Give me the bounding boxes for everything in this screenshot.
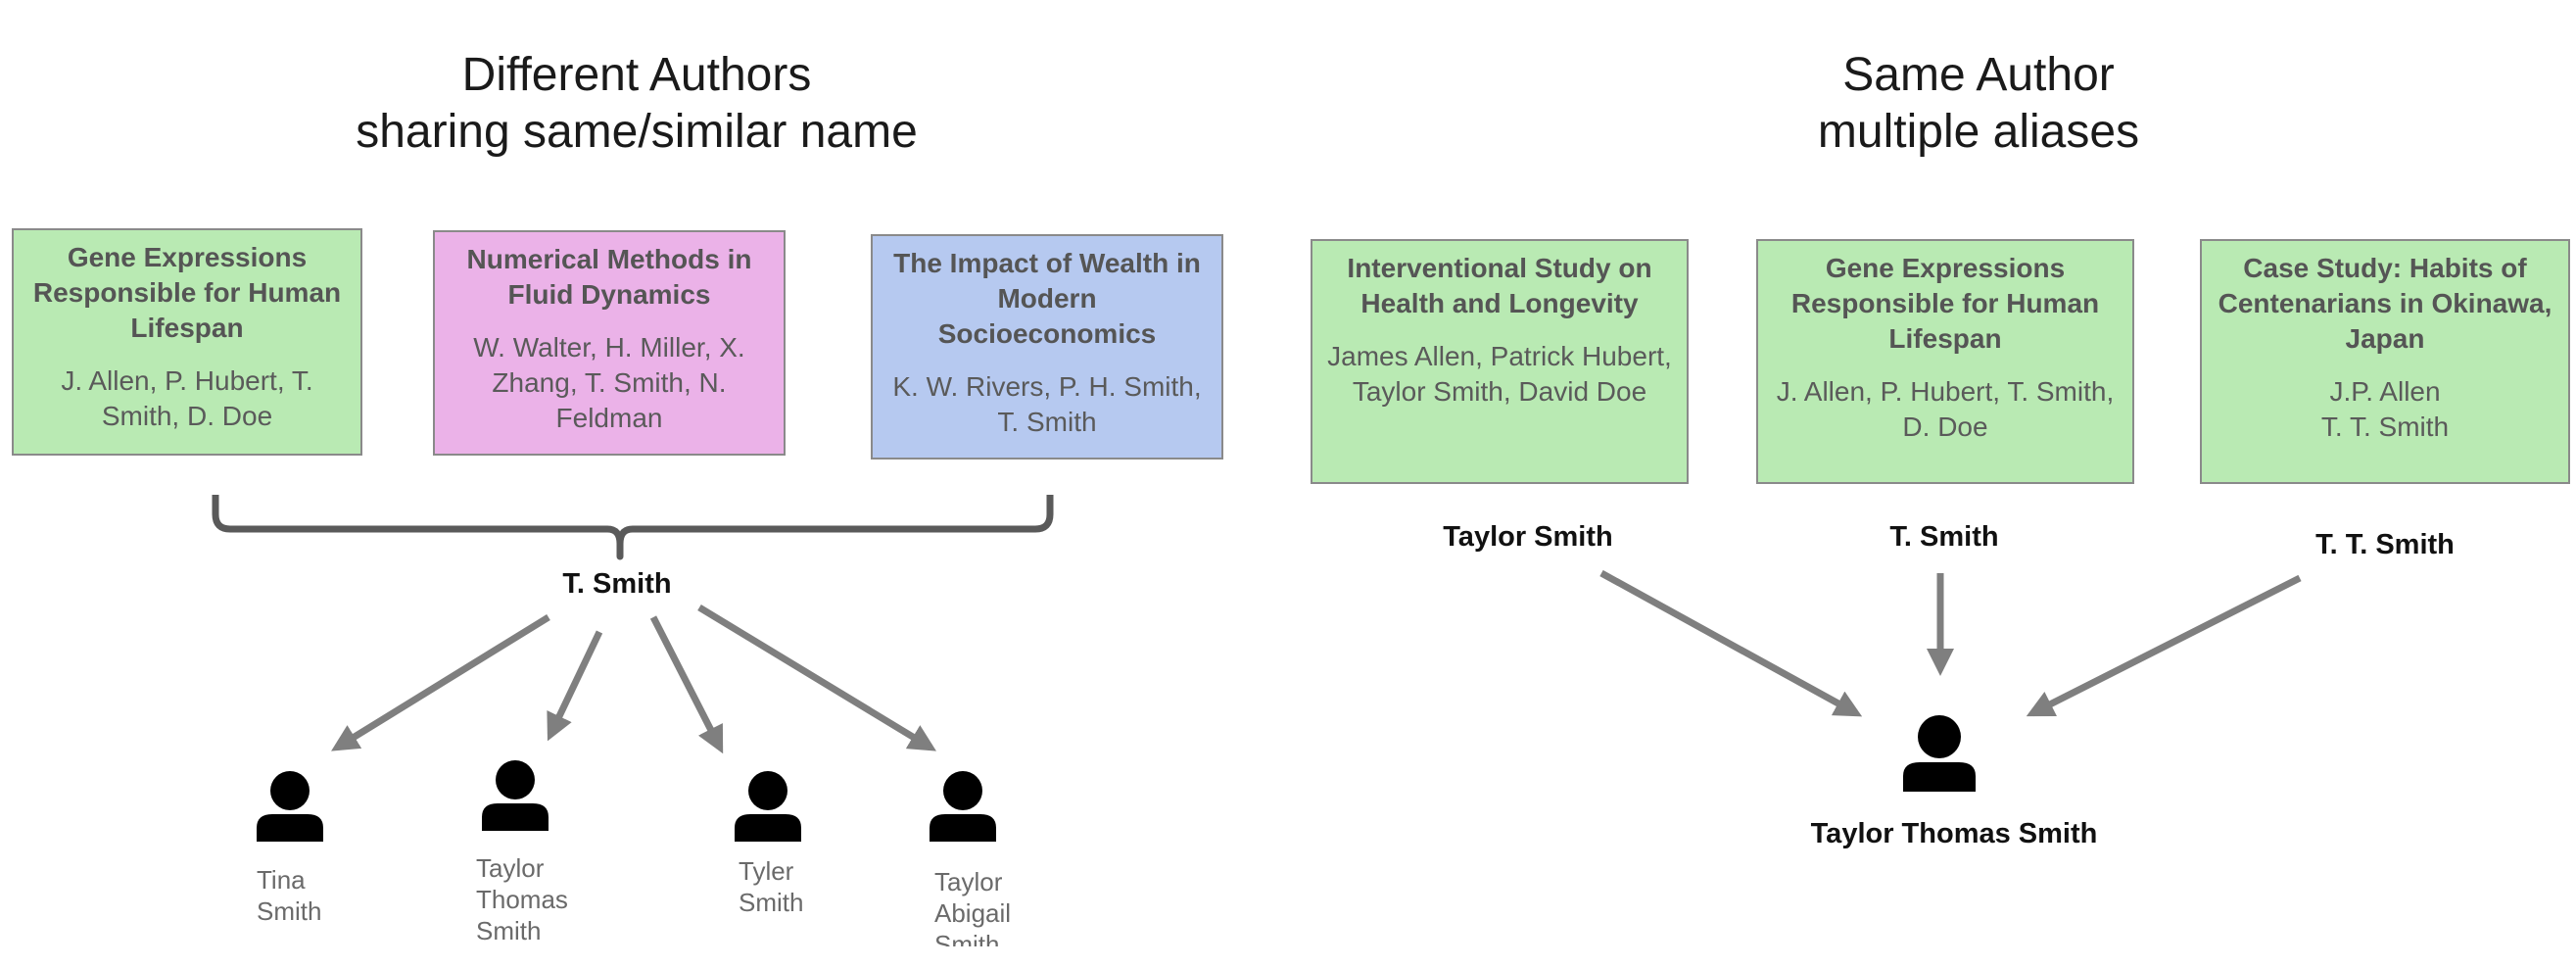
arrow-icon — [547, 630, 603, 742]
paper-authors-line2: T. T. Smith — [2320, 411, 2450, 442]
paper-title: Gene Expressions Responsible for Human L… — [1790, 253, 2100, 354]
paper-title: The Impact of Wealth in Modern Socioecon… — [893, 248, 1201, 349]
person-name-tyler-smith: Tyler Smith — [739, 856, 804, 917]
paper-card-interventional-study: Interventional Study on Health and Longe… — [1311, 239, 1689, 484]
shared-name-label: T. Smith — [562, 568, 672, 600]
paper-title: Numerical Methods in Fluid Dynamics — [466, 244, 752, 310]
paper-authors: J.P. Allen T. T. Smith — [2216, 374, 2554, 445]
person-icon — [735, 771, 801, 842]
arrow-icon — [1599, 569, 1863, 717]
person-icon — [930, 771, 996, 842]
person-name-taylor-abigail-smith: Taylor Abigail Smith — [934, 867, 1012, 946]
paper-authors: W. Walter, H. Miller, X. Zhang, T. Smith… — [473, 332, 745, 433]
paper-card-gene-expressions: Gene Expressions Responsible for Human L… — [12, 228, 362, 456]
right-heading-line2: multiple aliases — [1817, 106, 2140, 158]
paper-card-case-study: Case Study: Habits of Centenarians in Ok… — [2200, 239, 2570, 484]
arrow-icon — [697, 605, 936, 751]
right-heading: Same Author multiple aliases — [1636, 47, 2321, 161]
person-name-taylor-thomas-smith: Taylor Thomas Smith — [476, 853, 568, 945]
bracket-icon — [212, 495, 1054, 560]
person-name-tina-smith: Tina Smith — [257, 865, 322, 926]
paper-authors-line1: J.P. Allen — [2329, 376, 2441, 407]
paper-title: Case Study: Habits of Centenarians in Ok… — [2218, 253, 2552, 354]
paper-authors: J. Allen, P. Hubert, T. Smith, D. Doe — [1776, 376, 2115, 442]
person-icon — [1903, 715, 1976, 792]
person-icon — [482, 760, 549, 831]
right-heading-line1: Same Author — [1842, 49, 2115, 101]
arrow-icon — [649, 615, 724, 754]
paper-title: Interventional Study on Health and Longe… — [1347, 253, 1652, 318]
alias-label-t-t-smith: T. T. Smith — [2315, 529, 2455, 560]
alias-label-t-smith: T. Smith — [1889, 521, 1999, 553]
paper-authors: James Allen, Patrick Hubert, Taylor Smit… — [1327, 341, 1672, 407]
paper-title: Gene Expressions Responsible for Human L… — [32, 242, 342, 343]
left-heading-line2: sharing same/similar name — [356, 106, 918, 158]
paper-card-numerical-methods: Numerical Methods in Fluid Dynamics W. W… — [433, 230, 786, 456]
left-heading: Different Authors sharing same/similar n… — [294, 47, 979, 161]
person-name-taylor-thomas-smith-right: Taylor Thomas Smith — [1810, 818, 2098, 849]
alias-label-taylor-smith: Taylor Smith — [1443, 521, 1613, 553]
paper-authors: K. W. Rivers, P. H. Smith, T. Smith — [892, 371, 1202, 437]
paper-authors: J. Allen, P. Hubert, T. Smith, D. Doe — [61, 365, 313, 431]
arrow-icon — [2026, 574, 2302, 717]
paper-card-gene-expressions-right: Gene Expressions Responsible for Human L… — [1756, 239, 2134, 484]
arrow-icon — [331, 614, 550, 751]
person-icon — [257, 771, 323, 842]
paper-card-impact-of-wealth: The Impact of Wealth in Modern Socioecon… — [871, 234, 1223, 460]
left-heading-line1: Different Authors — [461, 49, 812, 101]
